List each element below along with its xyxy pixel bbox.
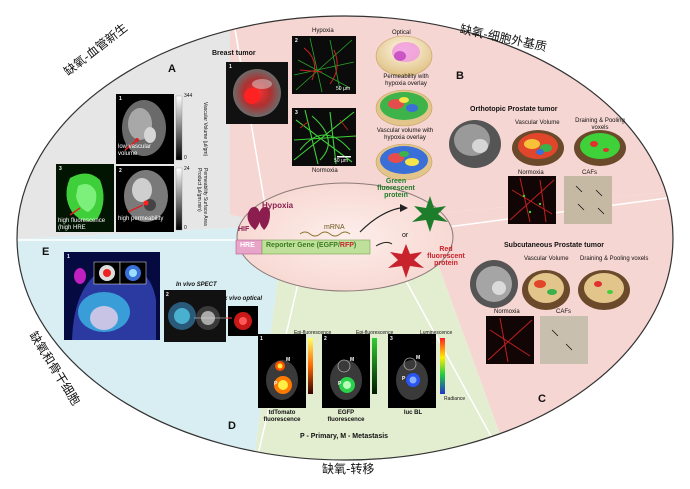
- d-radiance: Radiance: [444, 396, 466, 402]
- c-cafs2-img: [540, 316, 588, 364]
- e-optical-label: Ex vivo optical: [220, 296, 263, 302]
- b-img1-num: 1: [229, 64, 232, 70]
- panel-letter-a: A: [168, 63, 176, 75]
- center-diagram: [235, 196, 448, 278]
- a-img3-num: 3: [59, 166, 62, 172]
- e-img2-num: 2: [166, 292, 169, 298]
- center-red-protein: Red fluorescent protein: [427, 246, 465, 267]
- d-img1-num: 1: [260, 336, 263, 342]
- panel-letter-b: B: [456, 70, 464, 82]
- d-m3: M: [416, 355, 421, 361]
- c-cafs-img: [564, 176, 612, 224]
- a-scale-bottom-max: 24: [184, 166, 190, 172]
- center-ellipse: [236, 182, 454, 292]
- center-reporter: Reporter Gene (EGFP/RFP): [266, 242, 356, 249]
- d-legend: P - Primary, M - Metastasis: [300, 433, 389, 440]
- a-img3-label: high fluorescence (high HRE: [58, 218, 106, 231]
- d-p2: P: [338, 381, 342, 387]
- d-img3-num: 3: [390, 336, 393, 342]
- center-reporter-suffix: ): [353, 242, 357, 249]
- c-draining-label: Draining & Pooling voxels: [575, 118, 625, 131]
- a-img1-label: low vascular volume: [118, 144, 152, 157]
- c-normoxia2-label: Normoxia: [494, 309, 520, 315]
- b-img3-num: 3: [295, 110, 298, 116]
- a-scale-bottom-min: 0: [184, 225, 187, 231]
- c-subq-title: Subcutaneous Prostate tumor: [504, 242, 604, 249]
- c-vascular-label: Vascular Volume: [515, 120, 560, 126]
- center-mrna: mRNA: [324, 224, 345, 231]
- c-vascular2-label: Vascular Volume: [524, 256, 569, 262]
- b-optical-label: Optical: [392, 30, 411, 36]
- center-hif: HIF: [238, 226, 250, 233]
- e-spect-label: In vivo SPECT: [176, 282, 217, 288]
- c-normoxia-label: Normoxia: [518, 170, 544, 176]
- a-scale-bottom: [175, 167, 183, 231]
- c-draining2-label: Draining & Pooling voxels: [580, 256, 649, 262]
- a-img2-label: high permeability: [118, 216, 164, 222]
- b-scale-2: 50 µm: [334, 158, 348, 164]
- a-scale-top-unit: Vascular Volume (µl/gm): [202, 102, 208, 157]
- d-m1: M: [286, 357, 291, 363]
- center-hypoxia: Hypoxia: [262, 201, 294, 210]
- a-img2-num: 2: [119, 168, 122, 174]
- d-p3: P: [402, 376, 406, 382]
- b-img3-label: Normoxia: [312, 168, 338, 174]
- b-img2-num: 2: [295, 38, 298, 44]
- panel-b-images: [226, 35, 433, 181]
- d-m2: M: [350, 357, 355, 363]
- panel-letter-e: E: [42, 246, 50, 258]
- a-img1-num: 1: [119, 96, 122, 102]
- panel-letter-c: C: [538, 393, 546, 405]
- d-img2-caption: EGFP fluorescence: [327, 410, 365, 423]
- c-cafs-label: CAFs: [582, 170, 597, 176]
- d-scale3: [440, 338, 445, 394]
- panel-letter-d: D: [228, 420, 236, 432]
- outer-ellipse: [16, 15, 674, 461]
- center-or: or: [402, 232, 409, 239]
- d-epi1: Epi-fluorescence: [294, 330, 332, 336]
- center-reporter-rfp: RFP: [339, 242, 354, 249]
- a-scale-top-max: 344: [184, 93, 193, 99]
- d-p1: P: [274, 381, 278, 387]
- panel-c-images: [449, 120, 630, 364]
- c-ortho-title: Orthotopic Prostate tumor: [470, 106, 558, 113]
- segment-title-d: 缺氧-转移: [322, 462, 375, 476]
- green-protein-star: [412, 196, 448, 232]
- d-img1-caption: tdTomato fluorescence: [263, 410, 301, 423]
- a-scale-top: [175, 95, 183, 161]
- a-scale-bottom-unit: Permeability Surface Area Product (µl/gm…: [196, 168, 208, 226]
- d-scale2: [372, 338, 377, 394]
- d-scale1: [308, 338, 313, 394]
- d-img3-caption: luc BL: [403, 410, 423, 416]
- c-cafs2-label: CAFs: [556, 309, 571, 315]
- d-epi2: Epi-fluorescence: [356, 330, 394, 336]
- e-img1-num: 1: [67, 254, 70, 260]
- d-img2-num: 2: [324, 336, 327, 342]
- center-hre: HRE: [240, 242, 255, 249]
- panel-a-images: [56, 94, 183, 232]
- mrna-line: [299, 231, 351, 237]
- hif-shape: [247, 206, 261, 230]
- center-reporter-prefix: Reporter Gene (EGFP/: [266, 242, 340, 249]
- b-scale-1: 50 µm: [336, 86, 350, 92]
- d-lum: Luminescence: [420, 330, 453, 336]
- panel-e-images: [64, 252, 258, 342]
- b-perm-label: Permeability with hypoxia overlay: [383, 74, 429, 87]
- b-img2-label: Hypoxia: [312, 28, 334, 34]
- reporter-box: [261, 239, 371, 255]
- red-protein-star: [388, 244, 424, 278]
- center-green-protein: Green fluorescent protein: [377, 178, 415, 199]
- a-scale-top-min: 0: [184, 155, 187, 161]
- b-vasc-label: Vascular volume with hypoxia overlay: [376, 128, 434, 141]
- panel-d-images: [258, 334, 445, 408]
- b-title: Breast tumor: [212, 50, 256, 57]
